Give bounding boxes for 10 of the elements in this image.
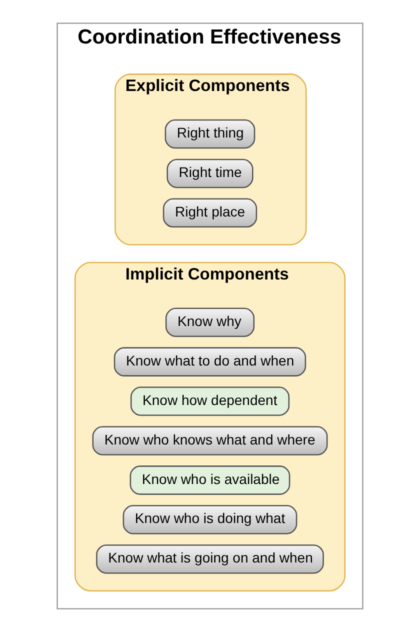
node-box: Know what is going on and when: [96, 544, 324, 574]
node-box: Know who is doing what: [122, 505, 297, 534]
node-box: Right thing: [164, 119, 255, 149]
node-box: Right time: [166, 158, 253, 188]
node-box: Know who knows what and where: [92, 426, 328, 456]
node-box: Know who is available: [129, 466, 290, 495]
node-box: Right place: [162, 198, 257, 228]
node-box: Know what to do and when: [113, 347, 306, 376]
node-box: Know why: [164, 308, 254, 337]
node-box: Know how dependent: [130, 386, 290, 416]
